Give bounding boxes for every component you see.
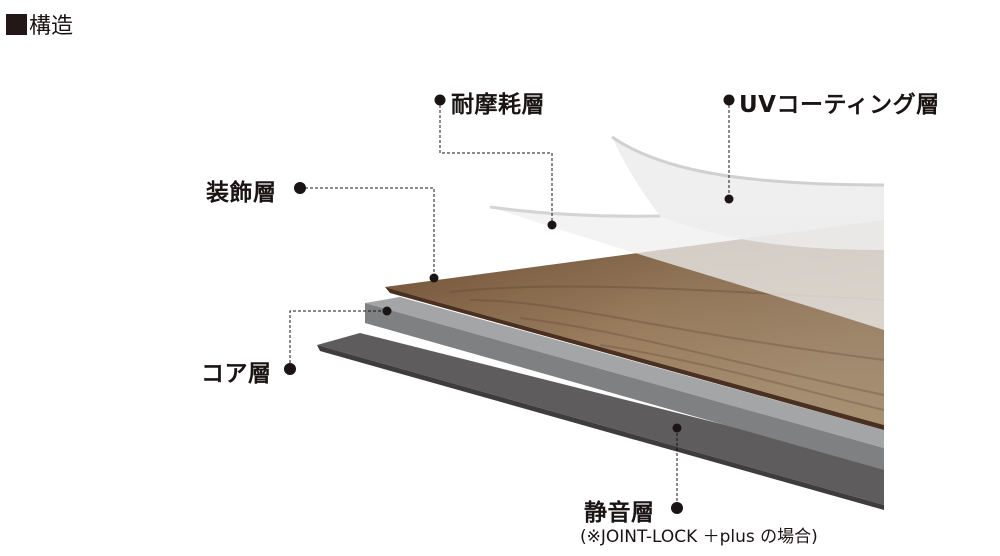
decor-point-dot xyxy=(429,273,439,283)
decor-label-dot xyxy=(294,182,306,194)
core-label-dot xyxy=(284,363,296,375)
core-layer-label: コア層 xyxy=(201,361,272,387)
wear-layer-label: 耐摩耗層 xyxy=(451,92,545,118)
leader-lines xyxy=(289,100,730,508)
uv-point-dot xyxy=(724,194,734,204)
core-layer xyxy=(365,297,884,470)
core-leader-line xyxy=(289,310,386,368)
wear-point-dot xyxy=(547,220,557,230)
uv-coating-film xyxy=(611,135,885,250)
decor-layer-label: 装飾層 xyxy=(206,180,277,206)
sound-layer xyxy=(317,333,884,510)
core-point-dot xyxy=(382,306,392,316)
section-title-text: 構造 xyxy=(29,14,74,39)
uv-label-dot xyxy=(723,94,735,106)
sound-point-dot xyxy=(672,423,682,433)
uv-layer-label: UVコーティング層 xyxy=(739,92,940,118)
sound-layer-note: (※JOINT-LOCK ＋plus の場合) xyxy=(580,527,818,547)
wear-label-dot xyxy=(434,94,446,106)
section-title: 構造 xyxy=(6,8,73,40)
decor-leader-line xyxy=(300,187,435,277)
square-bullet-icon xyxy=(6,13,27,35)
sound-layer-label: 静音層 xyxy=(584,500,655,526)
wear-leader-line xyxy=(439,100,553,224)
sound-label-dot xyxy=(671,502,683,514)
